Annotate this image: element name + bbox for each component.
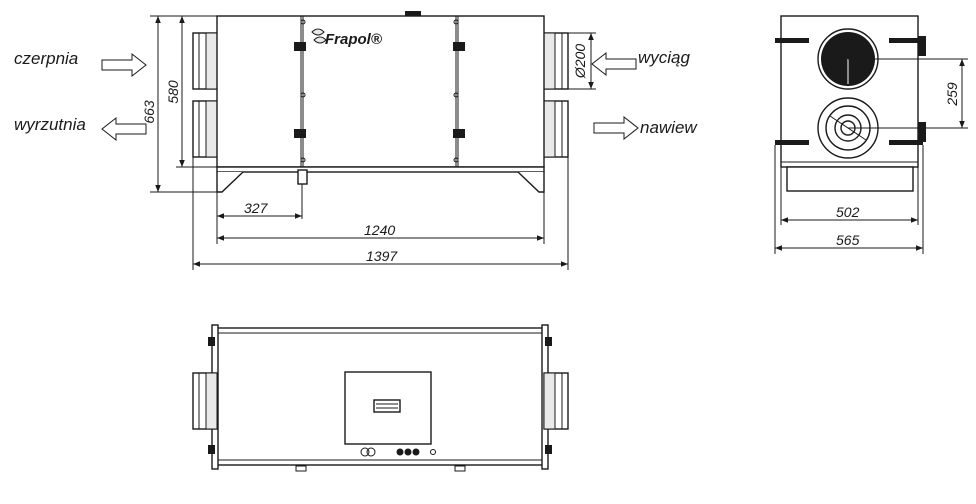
- dim-total-length: 1397: [366, 248, 398, 264]
- panel-handle: [373, 399, 401, 413]
- end-view: 259 502 565: [774, 15, 968, 254]
- dim-spigot-spacing: 259: [944, 82, 960, 107]
- left-spigot-top: [192, 32, 218, 90]
- dim-duct-diameter: Ø200: [572, 44, 588, 79]
- right-spigot-top: [543, 32, 569, 90]
- side-housing: [216, 15, 545, 168]
- dim-total-height: 663: [141, 100, 157, 124]
- end-base: [786, 166, 914, 192]
- label-nawiew: nawiew: [640, 118, 698, 137]
- door-screws: [300, 19, 459, 163]
- condensate-drain: [297, 169, 308, 185]
- frapol-logo: Frapol®: [311, 28, 383, 48]
- label-wyrzutnia: wyrzutnia: [14, 115, 86, 134]
- logo-text: Frapol®: [325, 31, 383, 48]
- dim-drain-offset: 327: [244, 200, 269, 216]
- top-left-spigot: [192, 372, 218, 430]
- top-right-spigot: [543, 372, 569, 430]
- arrow-nawiew: [593, 115, 639, 141]
- door-hinges: [294, 42, 465, 138]
- arrow-czerpnia: [101, 52, 147, 78]
- bottom-tabs: [295, 465, 466, 472]
- side-view: Frapol® 663 580 Ø200 327 1240 1397: [14, 11, 698, 270]
- dim-body-width: 502: [836, 204, 860, 220]
- top-brackets: [208, 337, 552, 454]
- cable-glands: [360, 447, 436, 457]
- label-czerpnia: czerpnia: [14, 49, 78, 68]
- base-rail: [216, 166, 545, 173]
- label-wyciag: wyciąg: [638, 48, 691, 67]
- end-latches: [775, 36, 926, 145]
- dim-total-width: 565: [836, 232, 860, 248]
- dim-body-height: 580: [165, 80, 181, 104]
- left-foot: [216, 171, 244, 193]
- left-spigot-bottom: [192, 100, 218, 158]
- top-connector: [405, 11, 421, 16]
- arrow-wyciag: [591, 51, 637, 77]
- right-spigot-bottom: [543, 100, 569, 158]
- arrow-wyrzutnia: [101, 116, 147, 142]
- top-view: [192, 324, 569, 472]
- right-foot: [517, 171, 545, 193]
- dim-body-length: 1240: [364, 222, 395, 238]
